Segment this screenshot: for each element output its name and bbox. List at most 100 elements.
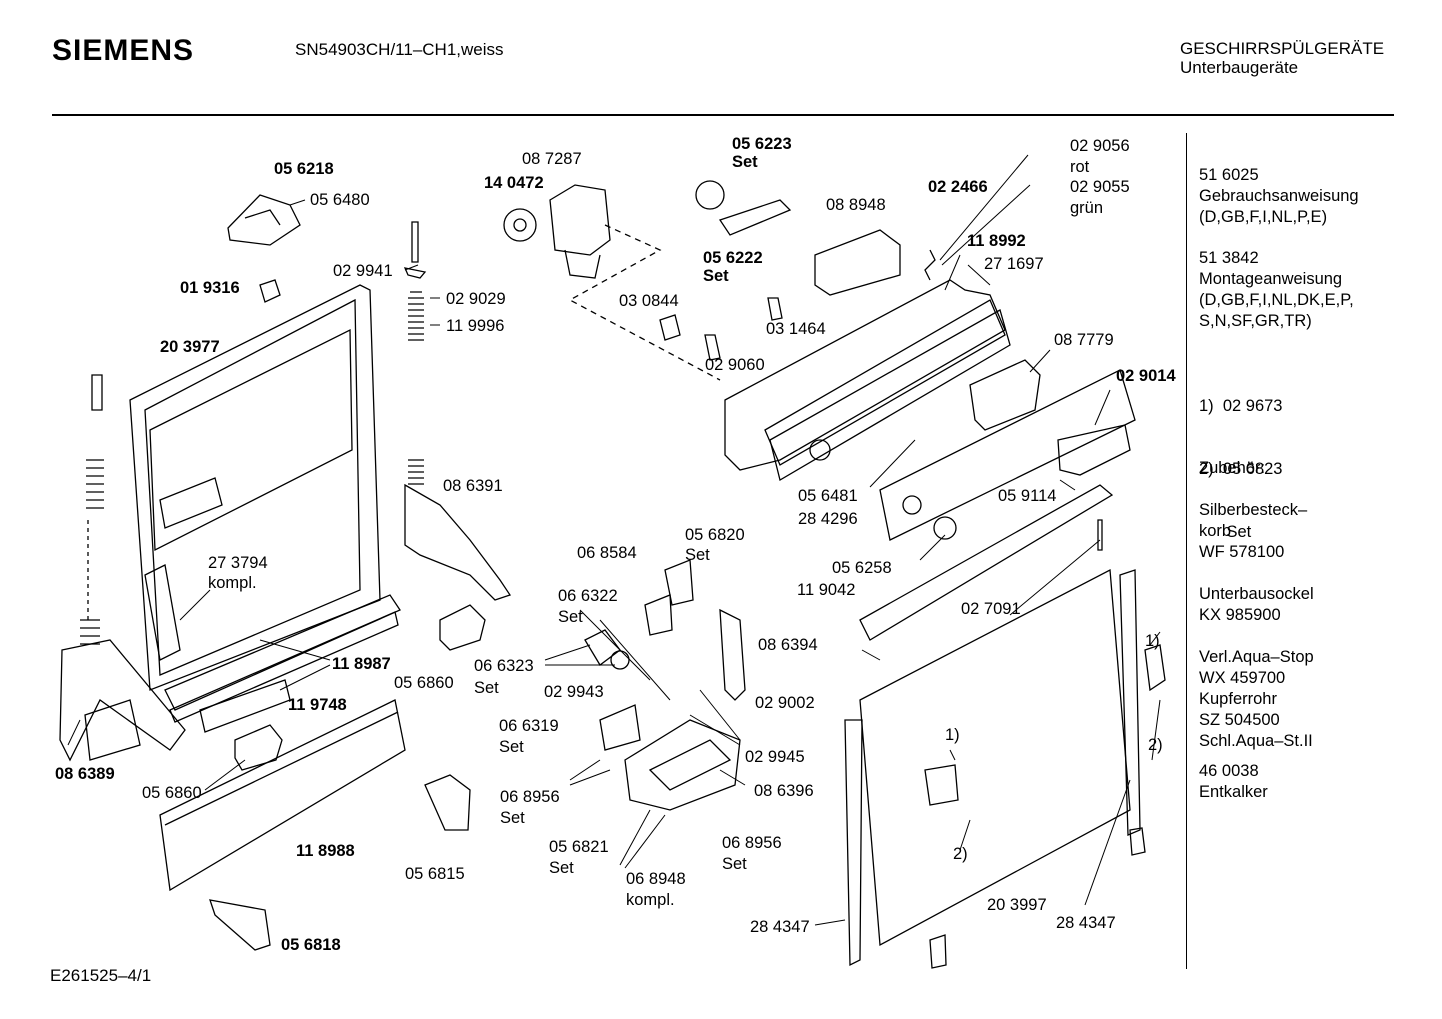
sidebar-acc-plinth: Unterbausockel KX 985900 bbox=[1199, 584, 1314, 626]
brand-logo: SIEMENS bbox=[52, 34, 195, 67]
sidebar-line: 51 6025 bbox=[1199, 166, 1259, 184]
part-label-056223: 05 6223 bbox=[732, 135, 792, 153]
part-label-118988: 11 8988 bbox=[296, 842, 355, 860]
part-label-029014: 02 9014 bbox=[1116, 367, 1176, 385]
part-label-056820-set: Set bbox=[685, 546, 710, 564]
fascia-part bbox=[879, 369, 1136, 541]
hinge-arm-part bbox=[59, 639, 186, 762]
hinge-bracket-part bbox=[227, 194, 301, 246]
category-title: GESCHIRRSPÜLGERÄTE bbox=[1180, 39, 1385, 58]
part-label-119748: 11 9748 bbox=[288, 696, 347, 714]
part-label-068948: 06 8948 bbox=[626, 870, 686, 888]
category-subtitle: Unterbaugeräte bbox=[1180, 58, 1299, 77]
part-label-027091: 02 7091 bbox=[961, 600, 1021, 618]
part-label-056222: 05 6222 bbox=[703, 249, 763, 267]
part-label-029056: 02 9056 bbox=[1070, 137, 1130, 155]
part-label-066319: 06 6319 bbox=[499, 717, 559, 735]
screw-part bbox=[411, 221, 419, 263]
part-label-031464: 03 1464 bbox=[766, 320, 826, 338]
part-label-029945: 02 9945 bbox=[745, 748, 805, 766]
part-label-gruen: grün bbox=[1070, 199, 1103, 217]
part-label-066323: 06 6323 bbox=[474, 657, 534, 675]
part-label-068956-a: 06 8956 bbox=[500, 788, 560, 806]
part-label-029055: 02 9055 bbox=[1070, 178, 1130, 196]
sidebar-line: Unterbausockel bbox=[1199, 585, 1314, 603]
part-label-118992: 11 8992 bbox=[967, 232, 1026, 250]
part-label-087779: 08 7779 bbox=[1054, 331, 1114, 349]
sidebar-line: (D,GB,F,I,NL,P,E) bbox=[1199, 208, 1328, 226]
sidebar-line: 1) 02 9673 bbox=[1199, 397, 1283, 415]
top-bar-part bbox=[859, 484, 1114, 641]
part-label-284296: 28 4296 bbox=[798, 510, 858, 528]
part-label-056821-set: Set bbox=[549, 859, 574, 877]
block-part bbox=[439, 604, 486, 651]
part-label-056480: 05 6480 bbox=[310, 191, 370, 209]
part-label-ref2-door: 2) bbox=[953, 845, 968, 863]
part-label-029060: 02 9060 bbox=[705, 356, 765, 374]
part-label-086391: 08 6391 bbox=[443, 477, 503, 495]
part-label-029002: 02 9002 bbox=[755, 694, 815, 712]
part-label-140472: 14 0472 bbox=[484, 174, 544, 192]
part-label-119996: 11 9996 bbox=[446, 317, 504, 335]
sidebar-acc-aqua-stop: Verl.Aqua–Stop WX 459700 Kupferrohr SZ 5… bbox=[1199, 647, 1314, 752]
rail-part bbox=[164, 594, 401, 711]
bracket-part bbox=[404, 483, 512, 601]
part-label-056222-set: Set bbox=[703, 267, 729, 285]
sidebar-line: Montageanweisung bbox=[1199, 270, 1343, 288]
perforated-bar-part bbox=[199, 679, 291, 733]
drawing-code: E261525–4/1 bbox=[50, 966, 152, 985]
part-labels: 05 6218 05 6480 02 9941 01 9316 02 9029 … bbox=[55, 135, 1176, 954]
part-label-271697: 27 1697 bbox=[984, 255, 1044, 273]
part-label-kompl-b: kompl. bbox=[626, 891, 675, 909]
part-label-203977: 20 3977 bbox=[160, 338, 220, 356]
sidebar-line: S,N,SF,GR,TR) bbox=[1199, 312, 1312, 330]
electronic-module-part bbox=[969, 359, 1041, 431]
sidebar-line: SZ 504500 bbox=[1199, 711, 1280, 729]
part-label-rot: rot bbox=[1070, 158, 1090, 176]
part-label-056223-set: Set bbox=[732, 153, 758, 171]
sidebar-acc-cutlery-basket: Silberbesteck– korb WF 578100 bbox=[1199, 500, 1307, 563]
part-label-088948: 08 8948 bbox=[826, 196, 886, 214]
part-drawings bbox=[59, 180, 1166, 969]
part-label-ref2-right: 2) bbox=[1148, 736, 1163, 754]
part-label-066322-set: Set bbox=[558, 608, 583, 626]
sidebar-line: Set bbox=[1199, 523, 1252, 541]
control-panel-frame-part bbox=[724, 279, 1006, 471]
sidebar-line: 46 0038 bbox=[1199, 762, 1259, 780]
sidebar-line: KX 985900 bbox=[1199, 606, 1281, 624]
part-label-066322: 06 6322 bbox=[558, 587, 618, 605]
part-label-056818: 05 6818 bbox=[281, 936, 341, 954]
sidebar-line: korb bbox=[1199, 522, 1232, 540]
part-label-029941: 02 9941 bbox=[333, 262, 393, 280]
part-label-068584: 06 8584 bbox=[577, 544, 637, 562]
outer-door-part bbox=[859, 568, 1131, 947]
part-label-273794: 27 3794 bbox=[208, 554, 268, 572]
part-label-087287: 08 7287 bbox=[522, 150, 582, 168]
part-label-056860-a: 05 6860 bbox=[394, 674, 454, 692]
part-label-119042: 11 9042 bbox=[797, 581, 855, 599]
part-label-118987: 11 8987 bbox=[332, 655, 391, 673]
sidebar-footnote-refs: 1) 02 9673 2) 05 6823 Set bbox=[1199, 354, 1282, 564]
sidebar-line: Entkalker bbox=[1199, 783, 1268, 801]
part-label-284347-b: 28 4347 bbox=[1056, 914, 1116, 932]
inner-door-part bbox=[129, 284, 381, 691]
sidebar-doc-install-manual: 51 3842 Montageanweisung (D,GB,F,I,NL,DK… bbox=[1199, 248, 1354, 332]
sidebar-line: WF 578100 bbox=[1199, 543, 1285, 561]
part-label-066319-set: Set bbox=[499, 738, 524, 756]
sidebar-line: 2) 05 6823 bbox=[1199, 460, 1283, 478]
part-label-056815: 05 6815 bbox=[405, 865, 465, 883]
sidebar-line: Kupferrohr bbox=[1199, 690, 1277, 708]
sidebar-line: WX 459700 bbox=[1199, 669, 1286, 687]
model-number: SN54903CH/11–CH1,weiss bbox=[295, 40, 504, 59]
part-label-ref1-door: 1) bbox=[945, 726, 960, 744]
part-label-056860-b: 05 6860 bbox=[142, 784, 202, 802]
part-label-068956-a-set: Set bbox=[500, 809, 525, 827]
door-latch-part bbox=[624, 719, 741, 811]
part-label-kompl-a: kompl. bbox=[208, 574, 257, 592]
header-divider bbox=[52, 114, 1394, 116]
part-label-086389: 08 6389 bbox=[55, 765, 115, 783]
part-label-056258: 05 6258 bbox=[832, 559, 892, 577]
part-label-029029: 02 9029 bbox=[446, 290, 506, 308]
part-label-059114: 05 9114 bbox=[998, 487, 1056, 505]
